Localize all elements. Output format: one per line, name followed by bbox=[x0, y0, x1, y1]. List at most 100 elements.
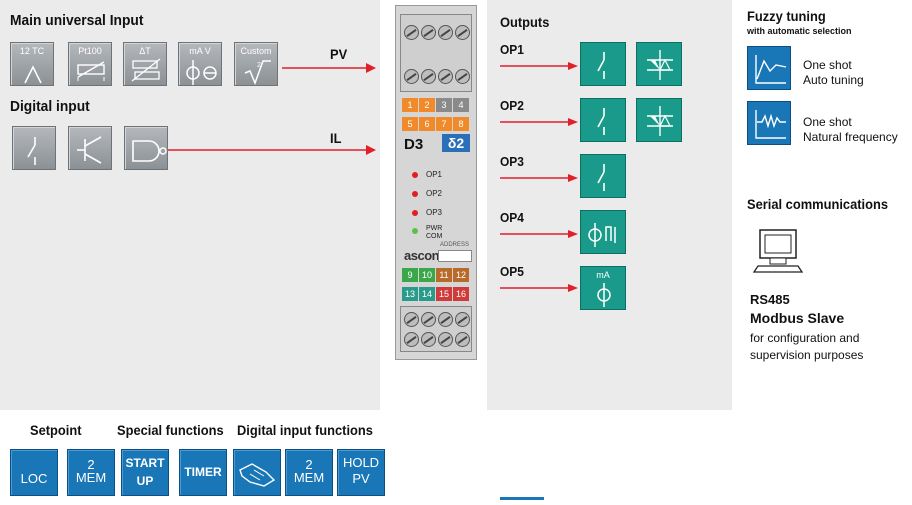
terminal-number: 1 bbox=[402, 98, 418, 112]
op5-ma-output-icon: mA bbox=[580, 266, 626, 310]
special-functions-title: Special functions bbox=[117, 422, 224, 438]
delta-t-label: ΔT bbox=[139, 46, 151, 56]
tuning1-line1: One shot bbox=[803, 58, 852, 72]
screw-icon bbox=[438, 69, 453, 84]
address-field bbox=[438, 250, 472, 262]
terminal-number: 11 bbox=[436, 268, 452, 282]
op2-label: OP2 bbox=[500, 98, 524, 113]
tuning1-line2: Auto tuning bbox=[803, 73, 864, 87]
mem2-top: 2 bbox=[305, 457, 313, 472]
terminal-number: 6 bbox=[419, 117, 435, 131]
op1-triac-icon bbox=[636, 42, 682, 86]
bottom-strip bbox=[500, 497, 544, 500]
terminal-number: 3 bbox=[436, 98, 452, 112]
hand-icon bbox=[233, 449, 281, 496]
auto-tuning-icon bbox=[747, 46, 791, 90]
op2-triac-icon bbox=[636, 98, 682, 142]
op3-label: OP3 bbox=[500, 154, 524, 169]
led-op2-icon bbox=[412, 191, 418, 197]
timer-icon: TIMER bbox=[179, 449, 227, 496]
screw-icon bbox=[404, 312, 419, 327]
screw-icon bbox=[404, 25, 419, 40]
modbus-label: Modbus Slave bbox=[750, 310, 845, 326]
address-label: ADDRESS bbox=[440, 242, 470, 248]
pt100-input-icon: Pt100 bbox=[68, 42, 112, 86]
terminal-number: 16 bbox=[453, 287, 469, 301]
start-bottom: UP bbox=[136, 474, 154, 488]
screw-icon bbox=[421, 25, 436, 40]
screw-icon bbox=[438, 332, 453, 347]
led-label: OP1 bbox=[426, 170, 443, 179]
terminal-number: 2 bbox=[419, 98, 435, 112]
pv-label: PV bbox=[330, 46, 348, 62]
rs485-label: RS485 bbox=[750, 292, 790, 307]
pt100-label: Pt100 bbox=[78, 46, 102, 56]
screw-icon bbox=[455, 25, 470, 40]
screw-icon bbox=[455, 312, 470, 327]
tc-input-icon: 12 TC bbox=[10, 42, 54, 86]
controller-device: 1 2 3 4 5 6 7 8 D3 δ2 OP1 OP2 OP3 PWR CO… bbox=[395, 5, 477, 360]
transistor-input-icon bbox=[68, 126, 112, 170]
terminal-number: 12 bbox=[453, 268, 469, 282]
start-top: START bbox=[125, 456, 165, 470]
main-input-title: Main universal Input bbox=[10, 12, 144, 29]
op4-ssr-icon bbox=[580, 210, 626, 254]
terminal-number: 4 bbox=[453, 98, 469, 112]
terminal-number: 15 bbox=[436, 287, 452, 301]
screw-icon bbox=[455, 332, 470, 347]
hold-top: HOLD bbox=[342, 455, 380, 470]
op3-relay-icon bbox=[580, 154, 626, 198]
natural-frequency-icon bbox=[747, 101, 791, 145]
op4-label: OP4 bbox=[500, 210, 524, 225]
screw-icon bbox=[438, 312, 453, 327]
square-root-symbol: 2 bbox=[244, 60, 271, 86]
device-logo-icon: δ2 bbox=[442, 134, 470, 152]
thermocouple-symbol bbox=[24, 65, 42, 84]
terminal-number: 8 bbox=[453, 117, 469, 131]
terminal-number: 5 bbox=[402, 117, 418, 131]
transistor-symbol bbox=[77, 136, 102, 164]
tuning2-line2: Natural frequency bbox=[803, 130, 898, 144]
terminal-number: 9 bbox=[402, 268, 418, 282]
device-brand: ascon bbox=[404, 248, 440, 263]
screw-icon bbox=[438, 25, 453, 40]
il-label: IL bbox=[330, 130, 342, 146]
mem-top: 2 bbox=[87, 457, 95, 472]
fuzzy-subtitle: with automatic selection bbox=[747, 26, 852, 36]
logic-input-icon bbox=[124, 126, 168, 170]
screw-icon bbox=[421, 69, 436, 84]
serial-title: Serial communications bbox=[747, 196, 889, 212]
ma-text: mA bbox=[596, 270, 610, 280]
screw-icon bbox=[404, 69, 419, 84]
terminal-number: 14 bbox=[419, 287, 435, 301]
loc-icon: LOC bbox=[10, 449, 58, 496]
hand-symbol bbox=[239, 463, 276, 487]
logic-gate-symbol bbox=[132, 140, 167, 162]
op1-label: OP1 bbox=[500, 42, 524, 57]
switch-symbol bbox=[27, 137, 36, 165]
setpoint-title: Setpoint bbox=[30, 422, 82, 438]
op5-label: OP5 bbox=[500, 264, 524, 279]
led-op1-icon bbox=[412, 172, 418, 178]
fuzzy-title: Fuzzy tuning bbox=[747, 8, 826, 24]
led-label: PWR COM bbox=[426, 225, 443, 240]
outputs-title: Outputs bbox=[500, 14, 550, 30]
tuning2-line1: One shot bbox=[803, 115, 852, 129]
ma-v-label: mA V bbox=[189, 46, 211, 56]
screw-icon bbox=[421, 332, 436, 347]
terminal-number: 7 bbox=[436, 117, 452, 131]
dual-resistor-symbol bbox=[131, 58, 161, 82]
custom-input-icon: Custom 2 bbox=[234, 42, 278, 86]
mem-bottom: MEM bbox=[75, 470, 107, 485]
tc-label: 12 TC bbox=[19, 46, 45, 56]
digital-functions-title: Digital input functions bbox=[237, 422, 373, 438]
computer-icon bbox=[752, 229, 804, 273]
ma-v-input-icon: mA V bbox=[178, 42, 222, 86]
led-op3-icon bbox=[412, 210, 418, 216]
mem2-bottom: MEM bbox=[293, 470, 325, 485]
hold-bottom: PV bbox=[352, 471, 370, 486]
current-voltage-symbol bbox=[186, 60, 217, 85]
resistor-symbol bbox=[77, 61, 105, 81]
